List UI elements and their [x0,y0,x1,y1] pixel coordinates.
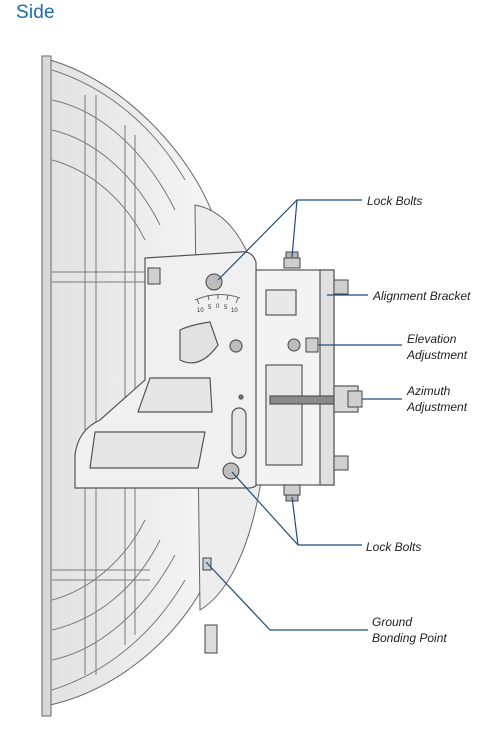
label-alignment-bracket: Alignment Bracket [373,289,471,303]
ground-bonding-point [202,557,212,571]
scale-mark: 10 [197,308,204,314]
scale-mark: 5 [208,305,212,311]
label-elevation-line2: Adjustment [407,348,468,362]
lock-bolt-top [283,257,301,269]
label-elevation-line1: Elevation [407,332,457,346]
label-lock-bolts-bottom: Lock Bolts [366,540,422,554]
elevation-scale: 10 5 0 5 10 [194,294,241,314]
mount-plate [74,251,259,489]
label-ground-line2: Bonding Point [372,631,447,645]
callout-lines [205,199,402,631]
label-azimuth-line2: Adjustment [407,400,468,414]
label-lock-bolts-top: Lock Bolts [367,194,423,208]
label-ground-line1: Ground [372,615,413,629]
label-ground-bonding-point: Ground Bonding Point [372,614,447,646]
lock-bolt-bottom [283,484,301,496]
label-elevation-adjustment: Elevation Adjustment [407,331,467,363]
label-azimuth-adjustment: Azimuth Adjustment [407,383,467,415]
page-title: Side [16,2,55,23]
dish-ribs [51,69,186,691]
alignment-bracket [255,269,359,486]
scale-mark: 5 [224,305,228,311]
elevation-bolt [305,337,319,353]
lock-knob-upper [205,273,223,291]
scale-mark: 0 [216,304,220,310]
azimuth-bolt [347,390,363,408]
scale-mark: 10 [231,308,238,314]
label-azimuth-line1: Azimuth [407,384,451,398]
